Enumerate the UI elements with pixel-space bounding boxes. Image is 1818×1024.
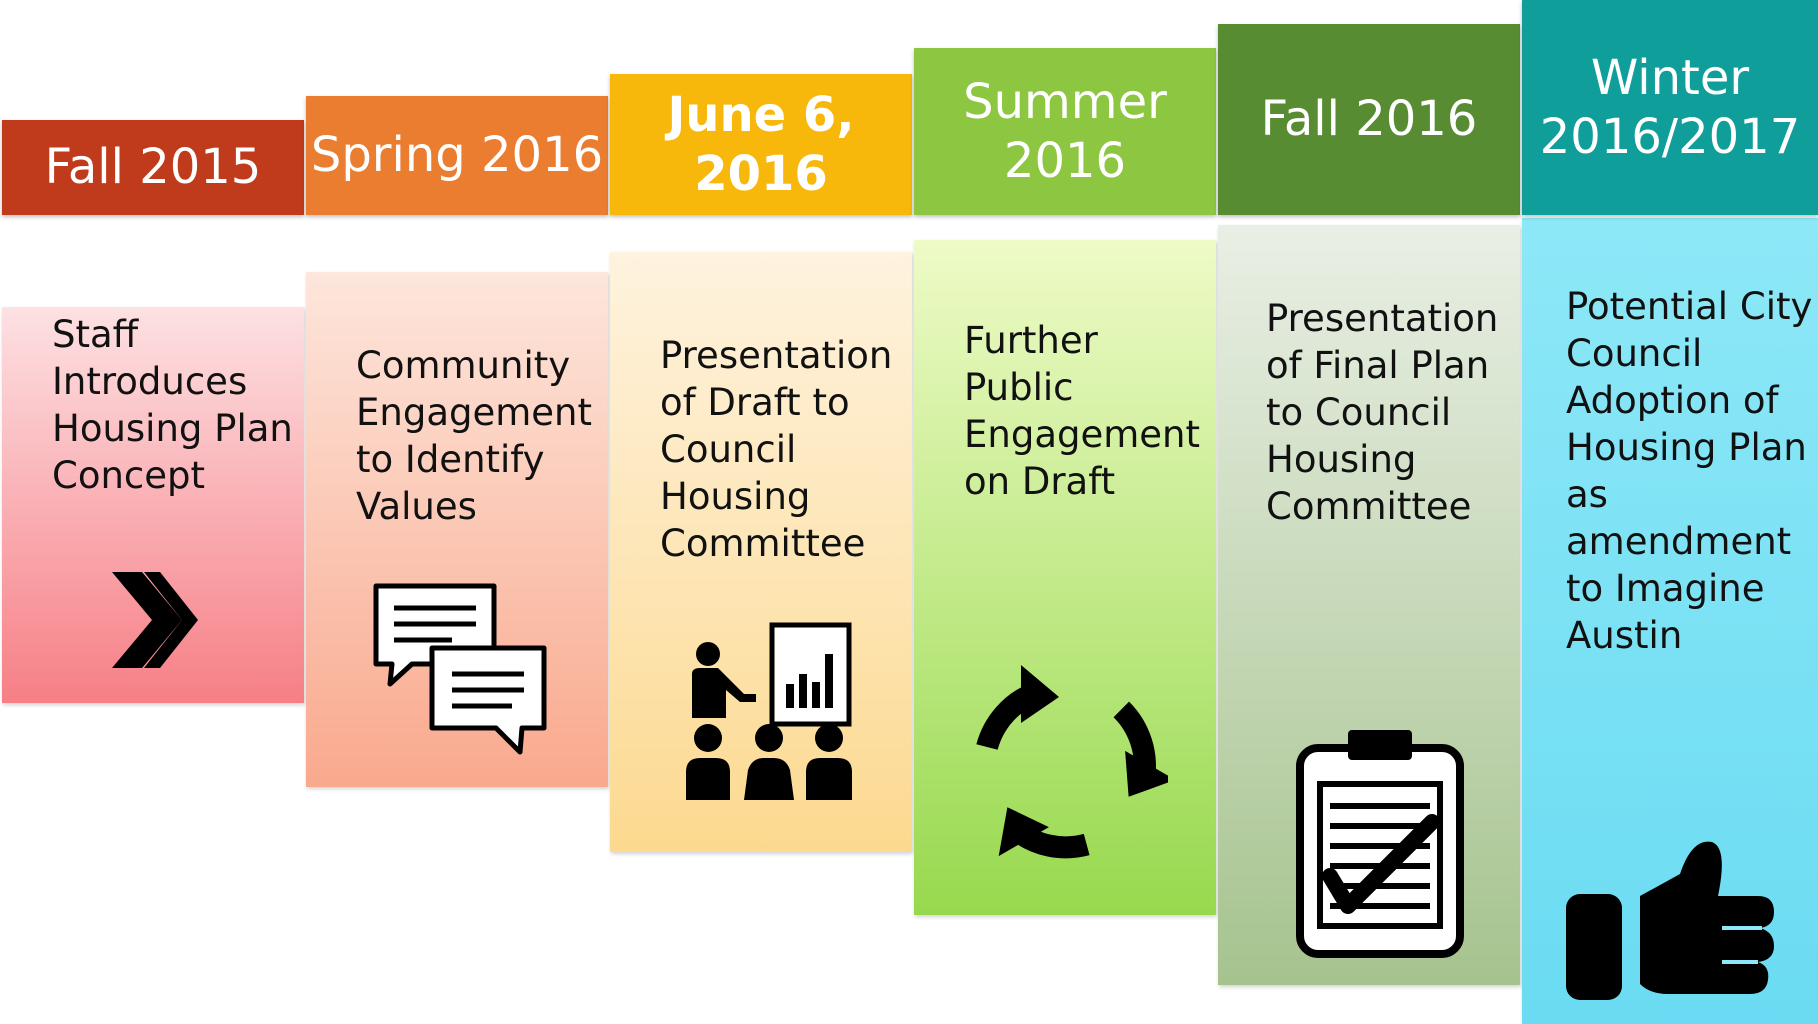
thumbs-up-icon [1566,841,1774,1000]
stage-4-description: Further Public Engagement on Draft [964,319,1201,503]
stage-1-description: Staff Introduces Housing Plan Concept [52,313,293,497]
stage-4-header: Summer 2016 [914,48,1216,215]
stage-1-header-text: Fall 2015 [44,139,262,196]
stage-3-panel [610,252,912,852]
stage-6-description: Potential City Council Adoption of Housi… [1566,285,1813,657]
stage-1-header: Fall 2015 [2,120,304,215]
presentation-audience-icon [686,622,852,800]
stage-3-header: June 6, 2016 [610,74,912,215]
chevron-forward-icon [112,572,198,668]
stage-5-description: Presentation of Final Plan to Council Ho… [1266,297,1499,528]
stage-2-header-text: Spring 2016 [310,127,604,184]
stage-4-panel [914,240,1216,915]
chat-bubbles-icon [373,583,547,755]
clipboard-check-icon [1296,730,1464,958]
stage-5-header: Fall 2016 [1218,24,1520,215]
stage-3-header-text: June 6, 2016 [667,86,855,202]
stage-6-header-text: Winter 2016/2017 [1539,49,1801,165]
stage-3-description: Presentation of Draft to Council Housing… [660,334,893,565]
stage-2-header: Spring 2016 [306,96,608,215]
stage-5-header-text: Fall 2016 [1260,91,1478,148]
stage-2-description: Community Engagement to Identify Values [356,344,593,528]
stage-6-header: Winter 2016/2017 [1522,0,1818,215]
stage-4-header-text: Summer 2016 [963,73,1167,189]
cycle-arrows-icon [962,665,1168,870]
